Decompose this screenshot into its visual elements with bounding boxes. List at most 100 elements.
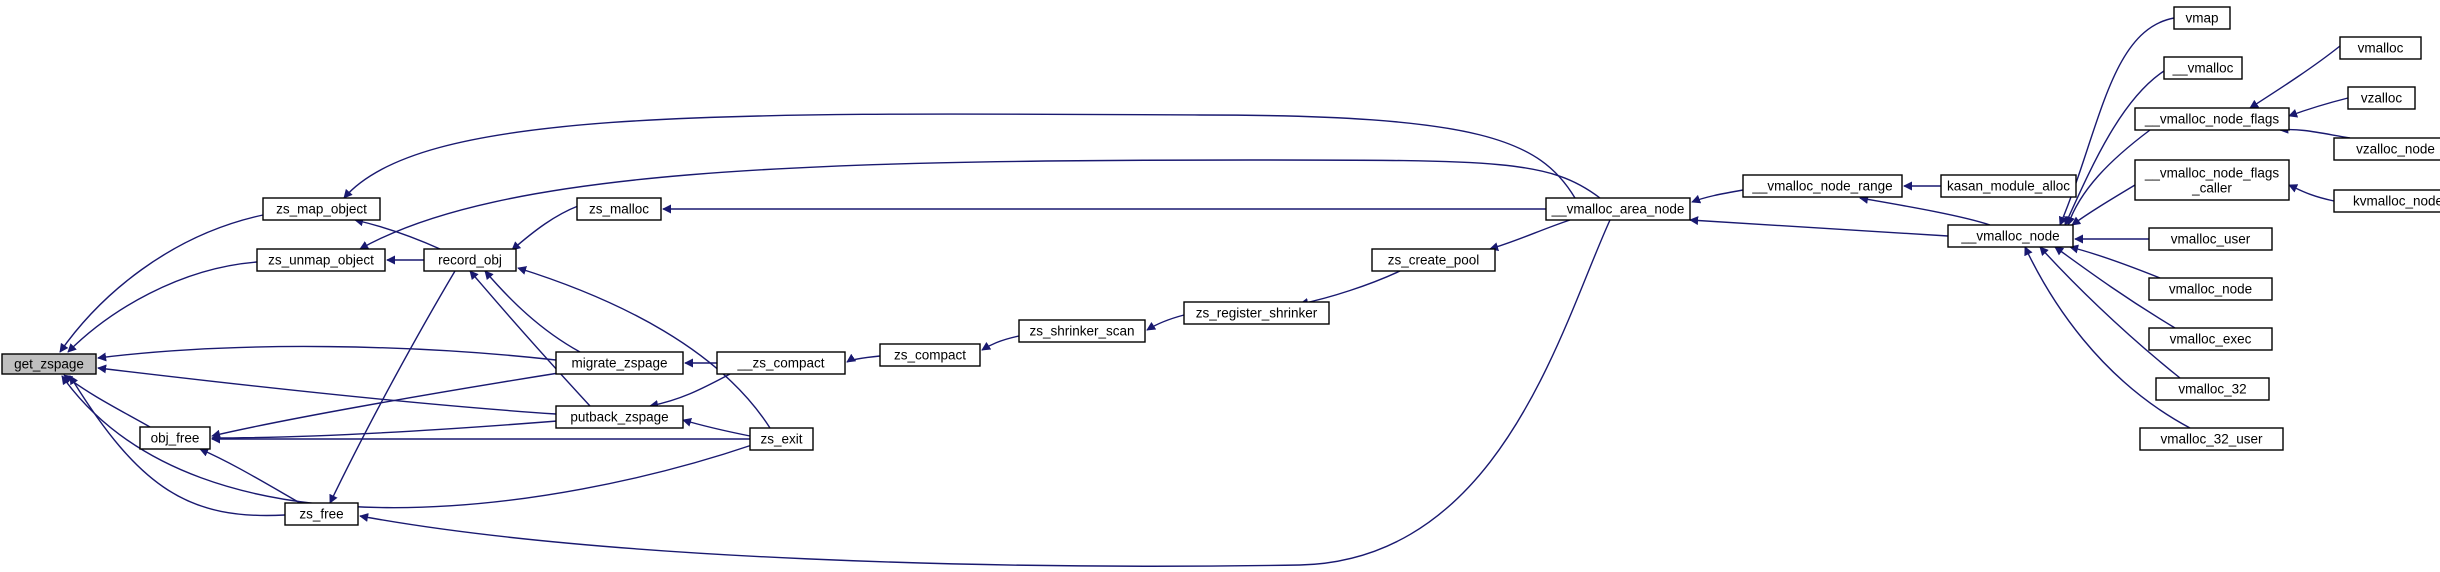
node-zs_create_pool[interactable]: zs_create_pool: [1371, 248, 1496, 272]
node-box-kasan_module_alloc: [1940, 174, 2077, 198]
node-label: zs_malloc: [589, 202, 649, 217]
node-box-zs_create_pool: [1371, 248, 1496, 272]
node-kasan_module_alloc[interactable]: kasan_module_alloc: [1940, 174, 2077, 198]
node-label: zs_shrinker_scan: [1029, 324, 1134, 339]
edge-zs_free-to-obj_free: [199, 448, 301, 504]
edge-record_obj-to-zs_free: [329, 270, 456, 504]
edge-vmalloc_exec-to-__vmalloc_node: [2054, 246, 2176, 329]
node-kvmalloc_node[interactable]: kvmalloc_node: [2333, 189, 2440, 213]
edge-__vmalloc_area_node-to-zs_unmap_object: [359, 159, 1601, 250]
node-__vmalloc_node_range[interactable]: __vmalloc_node_range: [1742, 174, 1903, 198]
node-label: __zs_compact: [736, 356, 824, 371]
edge-zs_create_pool-to-zs_register_shrinker: [1299, 270, 1401, 307]
node-label: vmalloc_32: [2178, 382, 2246, 397]
node-__vmalloc_node[interactable]: __vmalloc_node: [1947, 224, 2074, 248]
node-vmalloc_exec[interactable]: vmalloc_exec: [2148, 327, 2273, 351]
node-box-zs_shrinker_scan: [1018, 319, 1146, 343]
edge-obj_free-to-get_zspage: [63, 374, 151, 428]
node-__vmalloc_node_flags[interactable]: __vmalloc_node_flags: [2134, 107, 2290, 131]
node-vzalloc[interactable]: vzalloc: [2347, 86, 2416, 110]
node-__zs_compact[interactable]: __zs_compact: [716, 351, 846, 375]
edge-zs_register_shrinker-to-zs_shrinker_scan: [1146, 314, 1185, 331]
edge-zs_exit-to-record_obj: [517, 266, 771, 429]
node-vmalloc_node[interactable]: vmalloc_node: [2148, 277, 2273, 301]
edge-__vmalloc_node-to-__vmalloc_node_range: [1859, 194, 1991, 226]
node-label: vmalloc_32_user: [2160, 432, 2263, 447]
edge-__vmalloc_node_flags-to-__vmalloc_node: [2066, 129, 2151, 226]
node-vmap[interactable]: vmap: [2173, 6, 2231, 30]
node-vmalloc[interactable]: vmalloc: [2339, 36, 2422, 60]
edge-vzalloc_node-to-__vmalloc_node_flags: [2279, 124, 2351, 139]
edge-zs_shrinker_scan-to-zs_compact: [981, 335, 1020, 351]
node-zs_compact[interactable]: zs_compact: [879, 343, 981, 367]
edge-migrate_zspage-to-record_obj: [484, 270, 581, 353]
node-box-zs_register_shrinker: [1183, 301, 1330, 325]
node-vmalloc_32_user[interactable]: vmalloc_32_user: [2139, 427, 2284, 451]
node-box-zs_map_object: [262, 197, 381, 221]
node-box-__vmalloc: [2163, 56, 2243, 80]
node-zs_exit[interactable]: zs_exit: [749, 427, 814, 451]
node-box-vmalloc_exec: [2148, 327, 2273, 351]
node-box-vmalloc_user: [2148, 227, 2273, 251]
node-__vmalloc_node_flags_caller[interactable]: __vmalloc_node_flags_caller: [2134, 159, 2290, 201]
edge-__vmalloc_node-to-__vmalloc_area_node: [1689, 216, 1949, 237]
node-box-zs_malloc: [576, 197, 662, 221]
node-label: vzalloc_node: [2356, 142, 2435, 157]
edge-putback_zspage-to-get_zspage: [97, 364, 557, 415]
edge-putback_zspage-to-obj_free: [211, 419, 571, 443]
node-label: vmalloc_exec: [2170, 332, 2252, 347]
node-vzalloc_node[interactable]: vzalloc_node: [2333, 137, 2440, 161]
edge-zs_malloc-to-record_obj: [511, 205, 579, 251]
node-box-zs_unmap_object: [256, 248, 386, 272]
node-label: record_obj: [438, 253, 502, 268]
node-box-zs_free: [284, 502, 359, 526]
node-vmalloc_user[interactable]: vmalloc_user: [2148, 227, 2273, 251]
node-box-vmalloc_32: [2155, 377, 2270, 401]
edge-__vmalloc_node_range-to-__vmalloc_area_node: [1691, 189, 1744, 204]
node-label: vmalloc: [2358, 41, 2404, 56]
node-label: __vmalloc_node_range: [1751, 179, 1892, 194]
edge-putback_zspage-to-record_obj: [469, 270, 591, 407]
node-label: vmap: [2185, 11, 2218, 26]
edge-zs_compact-to-__zs_compact: [846, 353, 881, 363]
node-label: vzalloc: [2361, 91, 2403, 106]
node-migrate_zspage[interactable]: migrate_zspage: [555, 351, 684, 375]
edge-__vmalloc_area_node-to-zs_free: [359, 219, 1611, 567]
node-zs_map_object[interactable]: zs_map_object: [262, 197, 381, 221]
node-box-__vmalloc_area_node: [1545, 197, 1691, 221]
node-label: __vmalloc: [2172, 61, 2234, 76]
edge-vzalloc-to-__vmalloc_node_flags: [2288, 97, 2349, 118]
node-__vmalloc_area_node[interactable]: __vmalloc_area_node: [1545, 197, 1691, 221]
node-box-vzalloc: [2347, 86, 2416, 110]
node-label: migrate_zspage: [571, 356, 667, 371]
node-box-vzalloc_node: [2333, 137, 2440, 161]
edge-vmalloc-to-__vmalloc_node_flags: [2249, 45, 2341, 109]
node-label: zs_unmap_object: [268, 253, 374, 268]
node-zs_shrinker_scan[interactable]: zs_shrinker_scan: [1018, 319, 1146, 343]
node-get_zspage[interactable]: get_zspage: [1, 353, 97, 375]
node-record_obj[interactable]: record_obj: [423, 248, 517, 272]
node-__vmalloc[interactable]: __vmalloc: [2163, 56, 2243, 80]
edge-vmalloc_32_user-to-__vmalloc_node: [2024, 246, 2191, 429]
node-label: zs_free: [299, 507, 343, 522]
node-zs_free[interactable]: zs_free: [284, 502, 359, 526]
node-label: __vmalloc_node_flags_caller: [2144, 165, 2280, 195]
node-label: vmalloc_user: [2171, 232, 2251, 247]
node-box-vmalloc_32_user: [2139, 427, 2284, 451]
node-vmalloc_32[interactable]: vmalloc_32: [2155, 377, 2270, 401]
node-label: kasan_module_alloc: [1947, 179, 2070, 194]
edge-zs_map_object-to-get_zspage: [59, 214, 264, 353]
node-obj_free[interactable]: obj_free: [139, 426, 211, 450]
edge-vmalloc_node-to-__vmalloc_node: [2069, 244, 2161, 279]
node-label: zs_map_object: [276, 202, 367, 217]
node-label: zs_create_pool: [1388, 253, 1480, 268]
node-box-__vmalloc_node_flags: [2134, 107, 2290, 131]
node-zs_malloc[interactable]: zs_malloc: [576, 197, 662, 221]
node-box-__vmalloc_node_range: [1742, 174, 1903, 198]
node-zs_register_shrinker[interactable]: zs_register_shrinker: [1183, 301, 1330, 325]
node-box-obj_free: [139, 426, 211, 450]
node-putback_zspage[interactable]: putback_zspage: [555, 405, 684, 429]
node-box-vmap: [2173, 6, 2231, 30]
node-zs_unmap_object[interactable]: zs_unmap_object: [256, 248, 386, 272]
